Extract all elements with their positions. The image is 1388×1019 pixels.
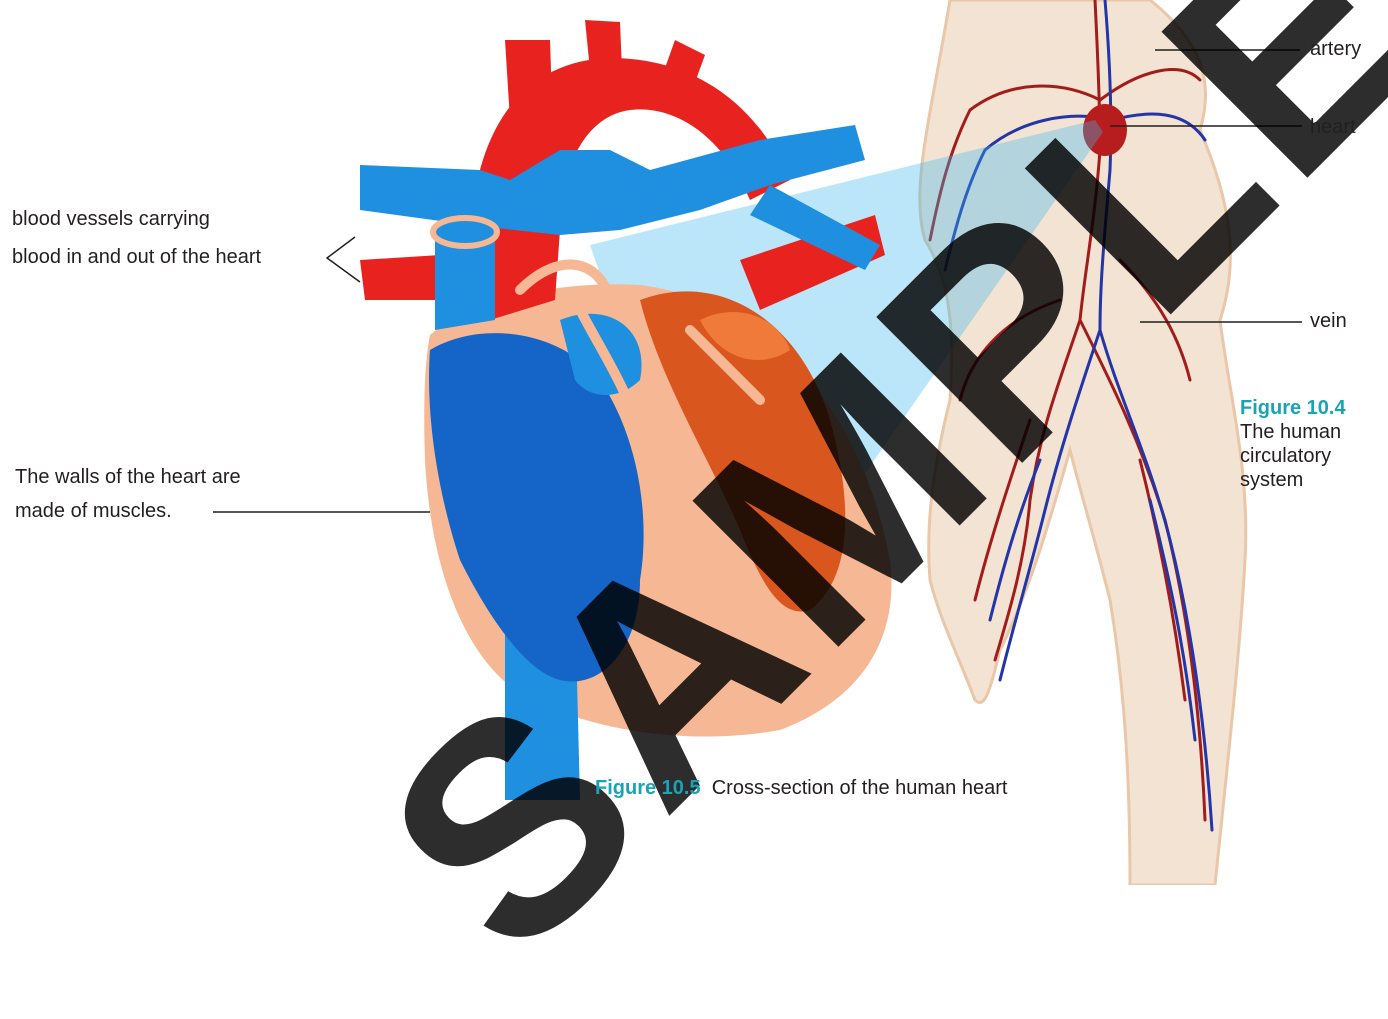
figure-10-4-number: Figure 10.4 (1240, 396, 1346, 420)
artery-label: artery (1310, 36, 1361, 62)
figure-10-5-number: Figure 10.5 (595, 777, 701, 799)
vein-label: vein (1310, 308, 1347, 334)
blood-vessels-label-line2: blood in and out of the heart (12, 244, 261, 270)
figure-10-4-text-line2: circulatory (1240, 444, 1331, 468)
heart-walls-label-line1: The walls of the heart are (15, 464, 241, 490)
diagram-artwork (0, 0, 1388, 885)
heart-walls-label-line2: made of muscles. (15, 498, 172, 524)
blood-vessels-label-line1: blood vessels carrying (12, 206, 210, 232)
heart-cross-section (360, 20, 892, 800)
figure-10-5-caption: Figure 10.5 Cross-section of the human h… (595, 776, 1007, 800)
figure-10-5-text: Cross-section of the human heart (712, 777, 1008, 799)
figure-10-4-text-line1: The human (1240, 420, 1341, 444)
heart-label: heart (1310, 114, 1356, 140)
figure-10-4-text-line3: system (1240, 468, 1303, 492)
